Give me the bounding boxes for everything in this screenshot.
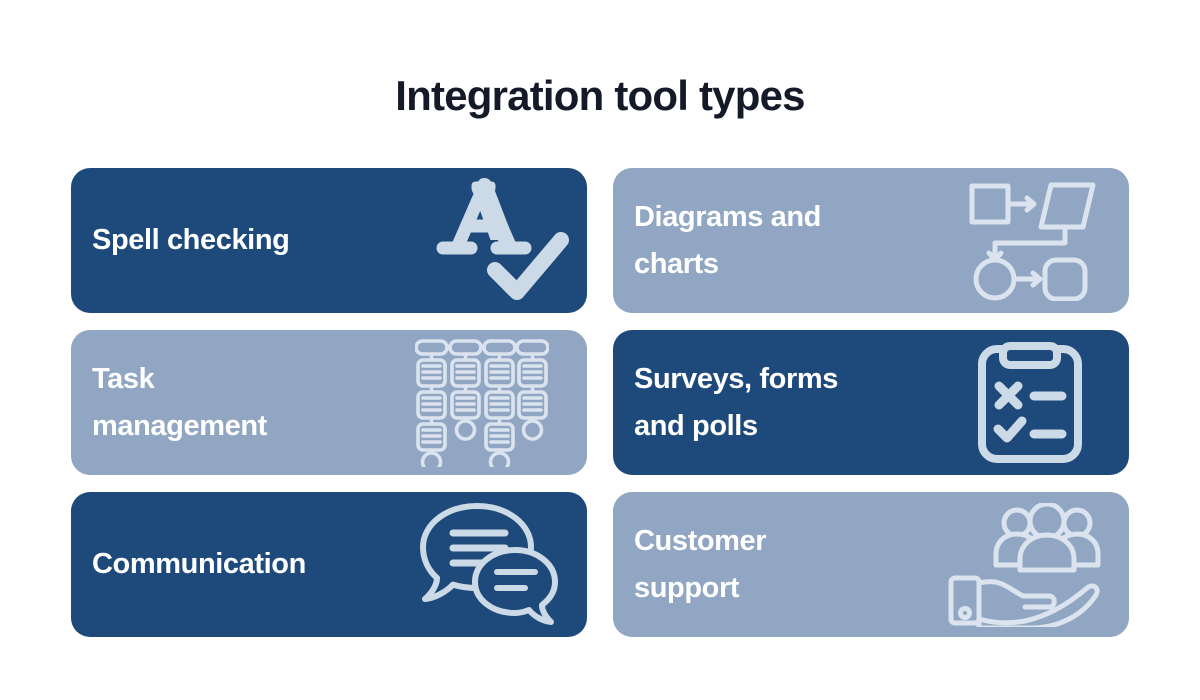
flowchart-icon [969,182,1096,301]
clipboard-checklist-icon [978,341,1082,463]
card-surveys-forms-polls[interactable]: Surveys, forms and polls [613,330,1129,475]
kanban-board-icon [415,338,549,467]
card-label: Communication [92,548,306,580]
card-task-management[interactable]: Task management [71,330,587,475]
hand-holding-people-icon [948,502,1101,627]
card-communication[interactable]: Communication [71,492,587,637]
card-diagrams-and-charts[interactable]: Diagrams and charts [613,168,1129,313]
card-grid: Spell checking Diagrams an [71,168,1129,637]
spellcheck-icon [436,177,569,300]
card-label: Spell checking [92,224,290,256]
card-customer-support[interactable]: Customer support [613,492,1129,637]
card-spell-checking[interactable]: Spell checking [71,168,587,313]
card-label: Customer support [634,524,767,604]
speech-bubbles-icon [420,502,558,625]
card-label: Surveys, forms and polls [634,362,838,442]
page-title: Integration tool types [395,72,805,119]
card-label: Task management [92,362,267,442]
card-label: Diagrams and charts [634,200,821,280]
